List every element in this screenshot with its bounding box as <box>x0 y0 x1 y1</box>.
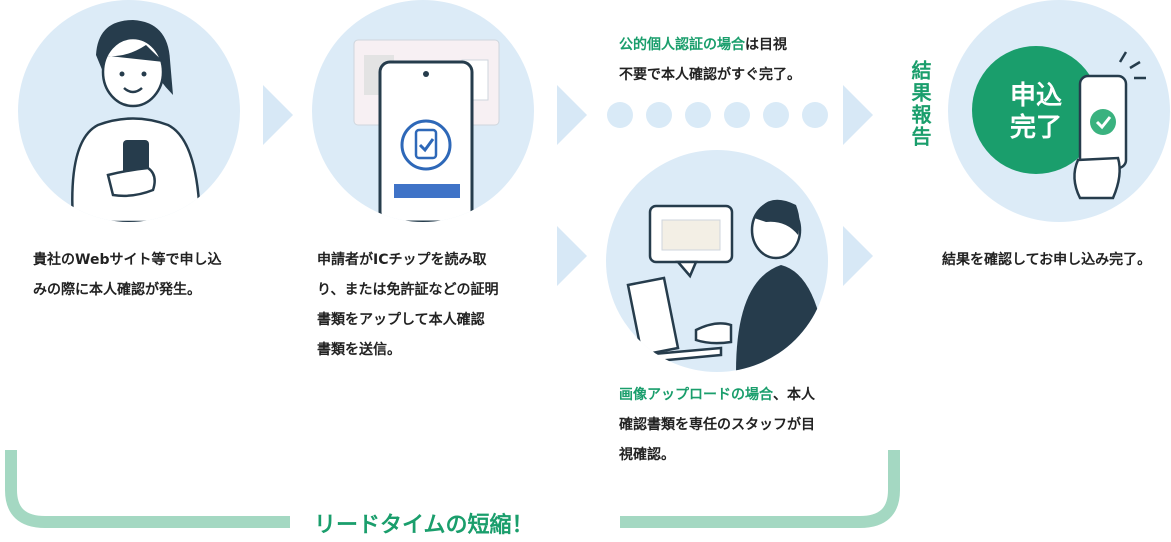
step3-top-highlight: 公的個人認証の場合 <box>619 37 745 53</box>
progress-dot <box>763 102 789 128</box>
badge-line1: 申込 <box>1009 81 1062 111</box>
complete-badge-text: 申込 完了 <box>996 80 1076 144</box>
step1-illustration <box>18 0 240 222</box>
step3-bottom-line2: 確認書類を専任のスタッフが目 <box>619 417 815 433</box>
step3-top-rest: は目視 <box>745 37 787 53</box>
step4-illustration <box>948 0 1170 222</box>
lead-time-text: リードタイムの短縮！ <box>314 513 534 538</box>
step1-line: みの際に本人確認が発生。 <box>33 282 201 298</box>
badge-line2: 完了 <box>1009 113 1062 143</box>
step4-description: 結果を確認してお申し込み完了。 <box>942 245 1171 275</box>
lead-time-bracket <box>5 450 900 528</box>
result-report-label: 結果報告 <box>908 60 932 148</box>
step2-line: 書類をアップして本人確認 <box>317 312 485 328</box>
step2-description: 申請者がICチップを読み取 り、または免許証などの証明 書類をアップして本人確認… <box>317 245 547 365</box>
step1-description: 貴社のWebサイト等で申し込 みの際に本人確認が発生。 <box>33 245 253 305</box>
step3-bottom-rest: 、本人 <box>773 387 815 403</box>
arrow-2-bottom <box>557 226 587 286</box>
arrow-1 <box>263 85 293 145</box>
progress-dot <box>607 102 633 128</box>
progress-dot <box>646 102 672 128</box>
step3-top-description: 公的個人認証の場合は目視 不要で本人確認がすぐ完了。 <box>619 30 849 90</box>
step2-illustration <box>312 0 534 222</box>
progress-dot <box>802 102 828 128</box>
step3-bottom-highlight: 画像アップロードの場合 <box>619 387 773 403</box>
arrow-3-top <box>843 85 873 145</box>
step3-bottom-description: 画像アップロードの場合、本人 確認書類を専任のスタッフが目 視確認。 <box>619 380 859 470</box>
step3-bottom-line3: 視確認。 <box>619 447 675 463</box>
staff-illustration <box>606 150 828 372</box>
step2-line: 申請者がICチップを読み取 <box>317 252 487 268</box>
step2-line: り、または免許証などの証明 <box>317 282 499 298</box>
step2-line: 書類を送信。 <box>317 342 401 358</box>
step3-top-line2: 不要で本人確認がすぐ完了。 <box>619 67 801 83</box>
progress-dot <box>685 102 711 128</box>
progress-dot <box>724 102 750 128</box>
arrow-3-bottom <box>843 226 873 286</box>
step4-line: 結果を確認してお申し込み完了。 <box>942 252 1152 268</box>
step1-line: 貴社のWebサイト等で申し込 <box>33 252 222 268</box>
arrow-2-top <box>557 85 587 145</box>
